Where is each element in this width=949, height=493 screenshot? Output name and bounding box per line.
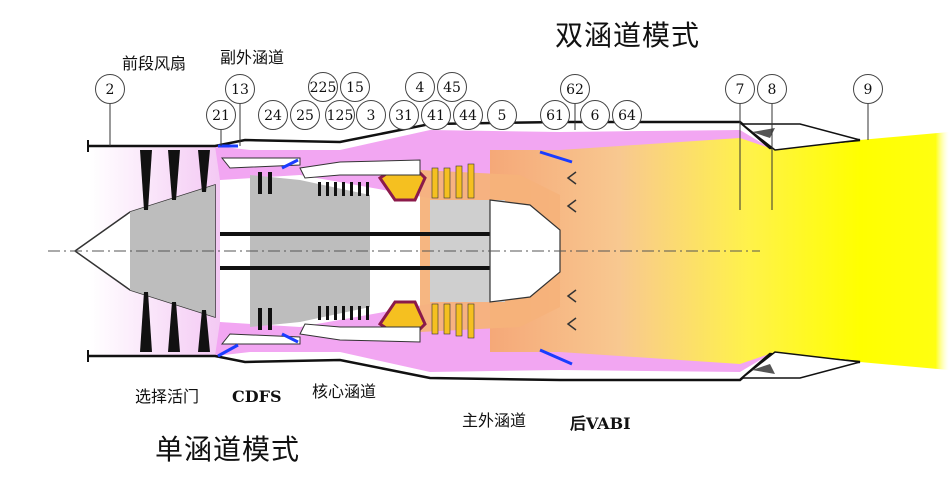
nacelle-lower xyxy=(88,352,861,382)
station-225: 225 xyxy=(308,72,338,102)
station-24: 24 xyxy=(258,100,288,130)
single-bypass-mode-title: 单涵道模式 xyxy=(155,433,301,466)
station-8: 8 xyxy=(757,74,787,104)
station-125: 125 xyxy=(325,100,355,130)
station-4: 4 xyxy=(405,72,435,102)
station-3: 3 xyxy=(356,100,386,130)
fan-blades xyxy=(140,150,210,352)
station-2: 2 xyxy=(95,74,125,104)
compressor-blades xyxy=(258,172,369,330)
compressor-hub xyxy=(250,175,370,327)
main-bypass-label: 主外涵道 xyxy=(462,411,527,430)
station-5: 5 xyxy=(487,100,517,130)
station-6: 6 xyxy=(580,100,610,130)
station-31: 31 xyxy=(389,100,419,130)
shaft-lower xyxy=(220,266,490,270)
front-fan-label: 前段风扇 xyxy=(122,54,187,73)
station-64: 64 xyxy=(612,100,642,130)
station-44: 44 xyxy=(453,100,483,130)
secondary-bypass-label: 副外涵道 xyxy=(220,48,285,67)
station-13: 13 xyxy=(225,74,255,104)
cdfs-label: CDFS xyxy=(232,387,282,406)
station-9: 9 xyxy=(853,74,883,104)
shaft-upper xyxy=(220,232,490,236)
station-15: 15 xyxy=(340,72,370,102)
station-62: 62 xyxy=(560,74,590,104)
core-bypass-label: 核心涵道 xyxy=(312,382,377,401)
valves xyxy=(217,144,573,366)
station-41: 41 xyxy=(421,100,451,130)
station-7: 7 xyxy=(725,74,755,104)
fan-hub xyxy=(130,185,215,317)
selector-valve-label: 选择活门 xyxy=(135,387,200,406)
station-45: 45 xyxy=(437,72,467,102)
station-21: 21 xyxy=(206,100,236,130)
tail-cone xyxy=(489,199,561,303)
chevrons xyxy=(566,171,577,331)
turbine-blades xyxy=(431,163,475,339)
station-25: 25 xyxy=(290,100,320,130)
station-61: 61 xyxy=(540,100,570,130)
exhaust-plume xyxy=(860,132,949,370)
rear-vabi-label: 后VABI xyxy=(570,414,631,433)
dual-bypass-mode-title: 双涵道模式 xyxy=(555,19,701,52)
